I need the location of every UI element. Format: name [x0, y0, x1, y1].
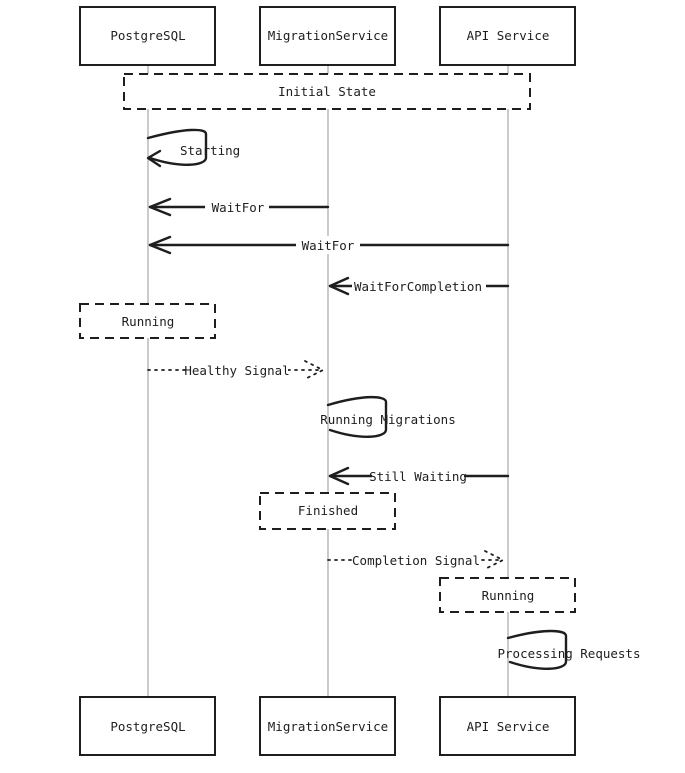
- message-migration-waitfor: WaitFor: [148, 197, 330, 217]
- message-label: WaitFor: [302, 238, 355, 253]
- participant-label: PostgreSQL: [110, 28, 185, 43]
- note-label: Initial State: [278, 84, 376, 99]
- message-label: Completion Signal: [352, 553, 480, 568]
- message-label: Still Waiting: [369, 469, 467, 484]
- message-api-waitfor: WaitFor: [148, 235, 510, 255]
- note-postgres-running: Running: [79, 303, 216, 339]
- message-label: Starting: [180, 143, 240, 158]
- participant-api-bottom: API Service: [439, 696, 576, 756]
- participant-label: MigrationService: [268, 719, 388, 734]
- participant-label: API Service: [467, 719, 550, 734]
- message-wait-for-completion: WaitForCompletion: [328, 276, 510, 296]
- participant-api-top: API Service: [439, 6, 576, 66]
- message-label: WaitForCompletion: [354, 279, 482, 294]
- message-label: Processing Requests: [498, 646, 641, 661]
- message-label: Healthy Signal: [184, 363, 289, 378]
- message-processing-requests: Processing Requests: [498, 629, 641, 670]
- message-starting: Starting: [146, 128, 240, 168]
- message-still-waiting: Still Waiting: [328, 466, 510, 486]
- participant-label: PostgreSQL: [110, 719, 185, 734]
- message-running-migrations: Running Migrations: [320, 395, 456, 438]
- note-label: Running: [122, 314, 175, 329]
- participant-postgres-bottom: PostgreSQL: [79, 696, 216, 756]
- note-label: Running: [482, 588, 535, 603]
- note-api-running: Running: [439, 577, 576, 613]
- participant-postgres-top: PostgreSQL: [79, 6, 216, 66]
- note-migration-finished: Finished: [259, 492, 396, 530]
- message-healthy-signal: Healthy Signal: [147, 360, 324, 380]
- message-label: WaitFor: [212, 200, 265, 215]
- participant-label: MigrationService: [268, 28, 388, 43]
- note-initial-state: Initial State: [123, 73, 531, 110]
- participant-label: API Service: [467, 28, 550, 43]
- message-completion-signal: Completion Signal: [327, 550, 504, 570]
- participant-migration-bottom: MigrationService: [259, 696, 396, 756]
- participant-migration-top: MigrationService: [259, 6, 396, 66]
- note-label: Finished: [298, 503, 358, 518]
- message-label: Running Migrations: [320, 412, 455, 427]
